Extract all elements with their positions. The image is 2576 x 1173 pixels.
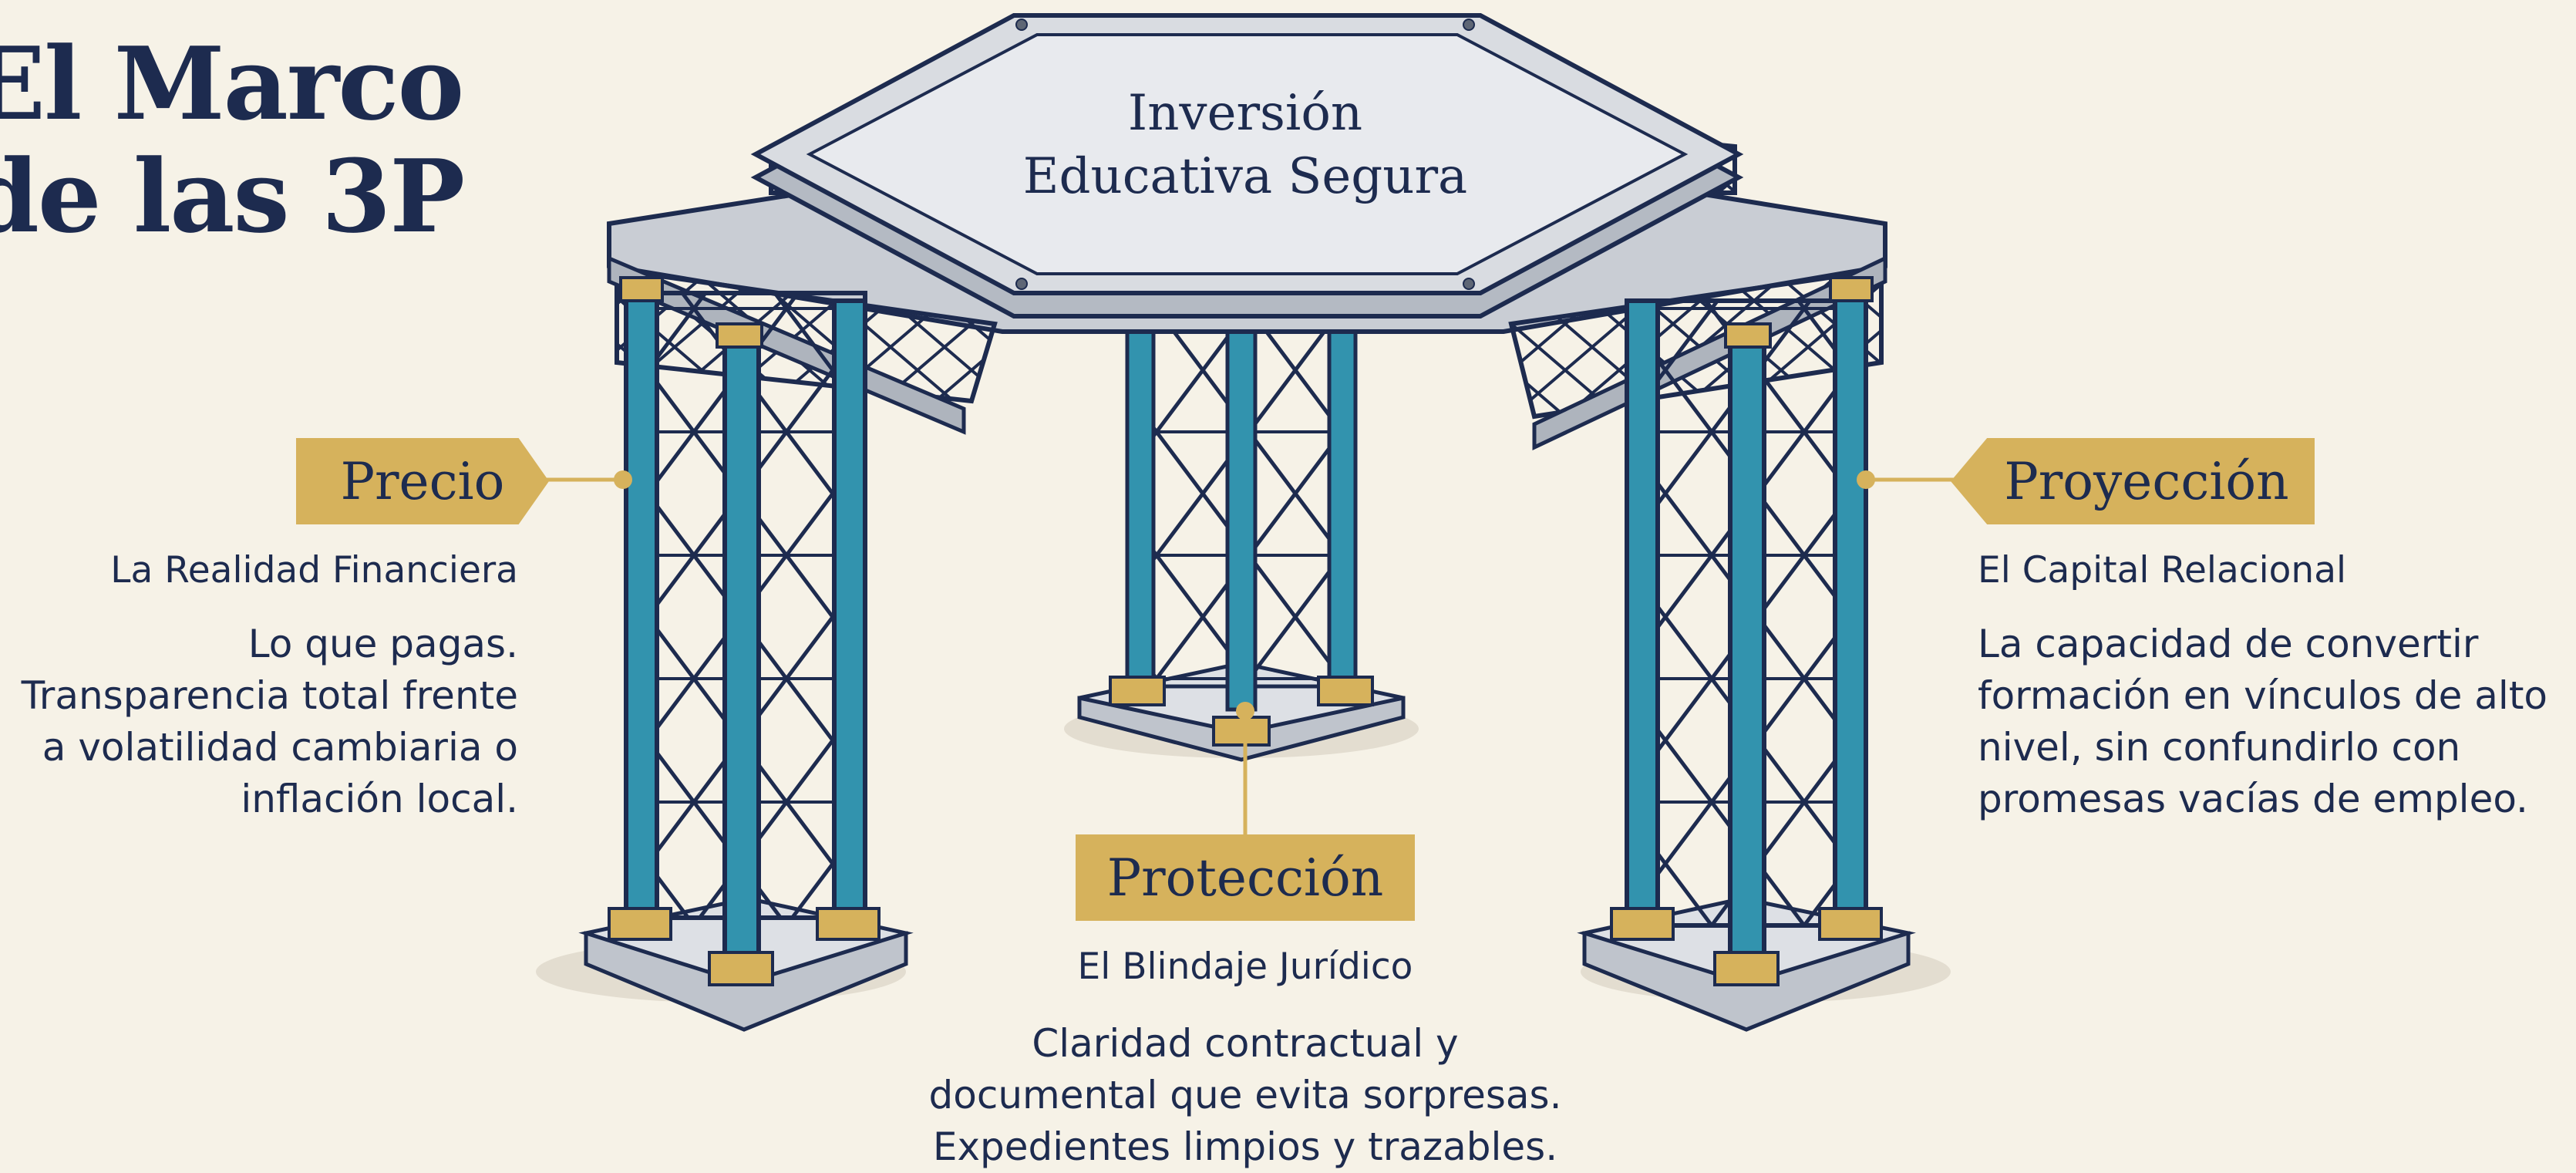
description-line: inflación local. [241, 777, 518, 821]
connector-precio [544, 470, 632, 489]
right-pillar [1577, 276, 1916, 1032]
description-line: a volatilidad cambiaria o [42, 725, 518, 770]
description-proyeccion: La capacidad de convertir formación en v… [1978, 619, 2547, 825]
description-line: Claridad contractual y [1032, 1021, 1459, 1066]
description-line: La capacidad de convertir [1978, 622, 2479, 666]
connector-proteccion [1236, 702, 1254, 834]
description-line: Expedientes limpios y trazables. [932, 1124, 1558, 1169]
subtitle-proteccion: El Blindaje Jurídico [1077, 945, 1413, 988]
title-line-1: El Marco [0, 25, 464, 143]
description-line: Lo que pagas. [247, 622, 518, 666]
tag-proyeccion: Proyección [1951, 438, 2315, 524]
title-line-2: de las 3P [0, 137, 465, 255]
description-line: nivel, sin confundirlo con [1978, 725, 2461, 770]
platform-title-line-1: Inversión [1128, 85, 1362, 142]
subtitle-precio: La Realidad Financiera [110, 549, 518, 592]
hexagon-platform: Inversión Educativa Segura [750, 13, 1744, 319]
description-precio: Lo que pagas. Transparencia total frente… [0, 619, 518, 825]
connector-proyeccion [1857, 470, 1955, 489]
platform-title-line-2: Educativa Segura [1023, 148, 1467, 205]
tag-proteccion: Protección [1076, 834, 1415, 921]
description-line: formación en vínculos de alto [1978, 673, 2548, 718]
center-pillar [1077, 322, 1406, 762]
description-line: promesas vacías de empleo. [1978, 777, 2528, 821]
subtitle-proyeccion: El Capital Relacional [1978, 549, 2347, 592]
description-line: Transparencia total frente [21, 673, 518, 718]
description-proteccion: Claridad contractual y documental que ev… [906, 1018, 1584, 1173]
tag-precio: Precio [296, 438, 549, 524]
description-line: documental que evita sorpresas. [928, 1073, 1562, 1117]
left-pillar [578, 276, 914, 1032]
